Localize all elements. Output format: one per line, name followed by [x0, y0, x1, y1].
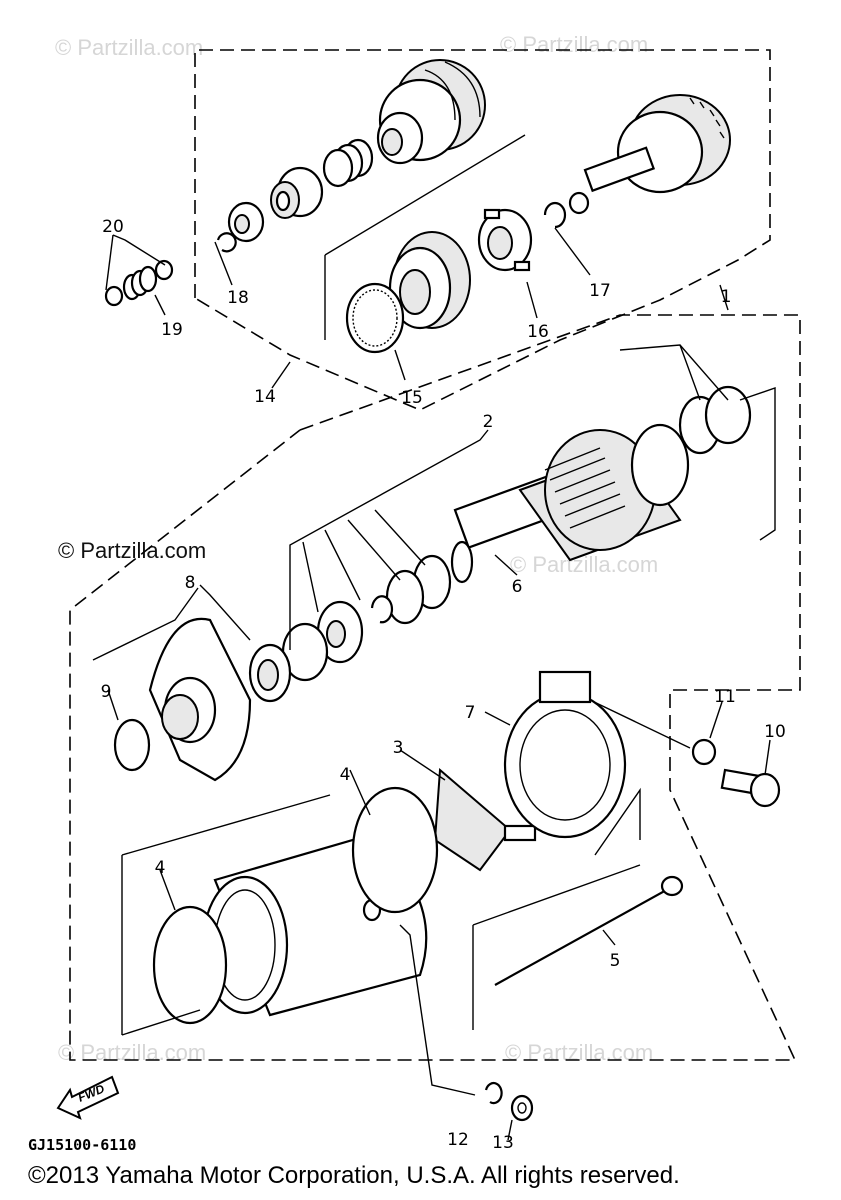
- gasket-4b: [152, 905, 228, 1025]
- label-part-3: 3: [393, 738, 404, 758]
- label-part-8: 8: [185, 573, 196, 593]
- washer-11: [691, 738, 717, 766]
- label-part-4: 4: [340, 765, 351, 785]
- gear-15: [388, 231, 471, 330]
- label-part-7: 7: [465, 703, 476, 723]
- watermark: © Partzilla.com: [500, 32, 648, 57]
- leader-lines: [92, 134, 776, 1141]
- o-ring-9: [113, 718, 151, 772]
- label-part-6: 6: [512, 577, 523, 597]
- through-bolt-5: [494, 875, 684, 986]
- collar: [227, 201, 265, 243]
- label-part-19: 19: [161, 320, 183, 340]
- gasket-4a: [351, 786, 439, 914]
- pinion-gear-assembly: [376, 59, 486, 165]
- watermark: © Partzilla.com: [505, 1040, 653, 1065]
- circlip-12: [484, 1081, 503, 1105]
- overrunning-clutch: [568, 94, 731, 215]
- forward-arrow-icon: FWD: [56, 1075, 120, 1120]
- assembly-1-boundary: [69, 314, 801, 1061]
- bearing-15: [345, 282, 405, 354]
- watermark: © Partzilla.com: [58, 1040, 206, 1065]
- thrust-washers: [370, 385, 752, 625]
- brush-holder-3: [433, 767, 537, 872]
- armature-6: [450, 423, 690, 584]
- label-part-10: 10: [764, 722, 786, 742]
- pinion-stopper: [270, 166, 324, 219]
- label-part-1: 1: [721, 287, 732, 307]
- circlip-18: [216, 232, 237, 253]
- label-part-18: 18: [227, 288, 249, 308]
- bolt-10: [720, 768, 781, 808]
- label-part-2: 2: [483, 412, 494, 432]
- label-part-5: 5: [610, 951, 621, 971]
- watermark: © Partzilla.com: [510, 552, 658, 577]
- label-part-4: 4: [155, 858, 166, 878]
- nut-13: [510, 1094, 534, 1122]
- label-part-15: 15: [401, 388, 423, 408]
- circlip-17: [543, 201, 567, 229]
- watermark: © Partzilla.com: [58, 538, 206, 563]
- label-part-11: 11: [714, 687, 736, 707]
- oil-seal-bearing: [248, 622, 329, 703]
- rear-cover-7: [503, 670, 627, 839]
- label-part-16: 16: [527, 322, 549, 342]
- label-part-13: 13: [492, 1133, 514, 1153]
- copyright-notice: ©2013 Yamaha Motor Corporation, U.S.A. A…: [28, 1162, 680, 1189]
- watermark: © Partzilla.com: [55, 35, 203, 60]
- label-part-12: 12: [447, 1130, 469, 1150]
- assembly-14-boundary: [194, 49, 771, 411]
- label-part-17: 17: [589, 281, 611, 301]
- front-cover-8: [148, 617, 252, 782]
- drawing-code: GJ15100-6110: [28, 1136, 136, 1154]
- label-part-14: 14: [254, 387, 276, 407]
- label-part-20: 20: [102, 217, 124, 237]
- label-part-9: 9: [101, 682, 112, 702]
- spring-19-20: [104, 259, 174, 307]
- pinion-spring: [322, 138, 374, 188]
- washer-16: [477, 208, 533, 272]
